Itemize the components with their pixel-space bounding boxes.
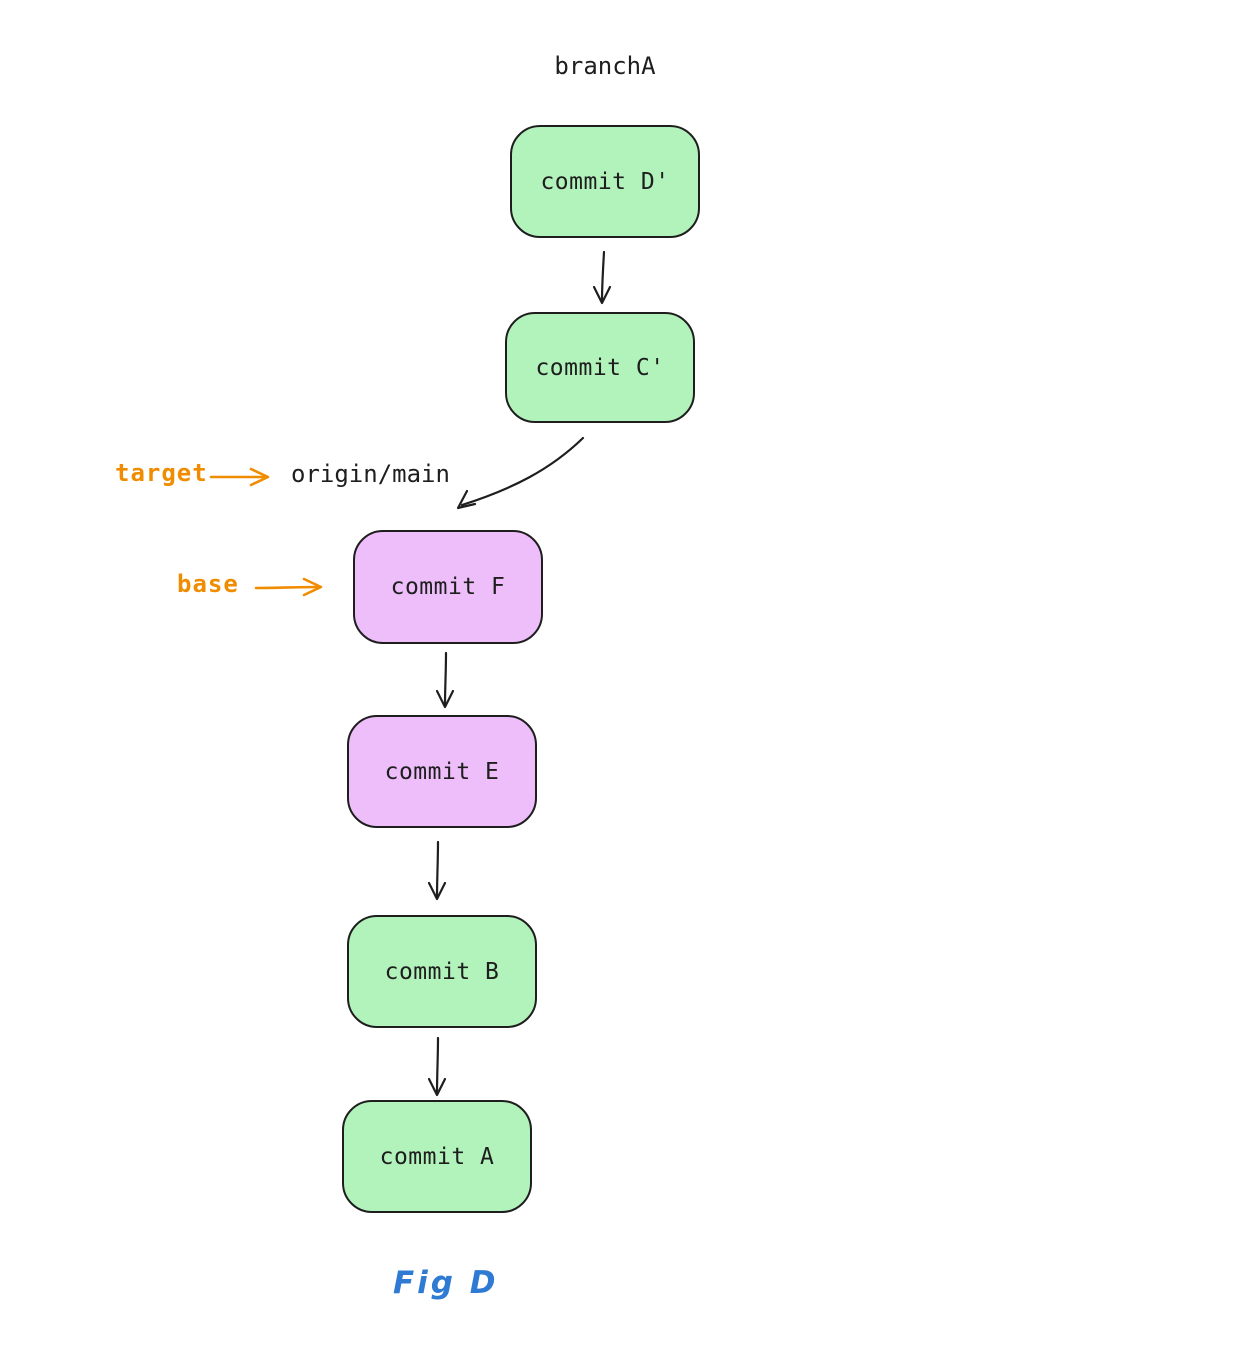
node-commit-c-prime: commit C'	[505, 312, 695, 423]
node-commit-e-label: commit E	[384, 758, 500, 785]
node-commit-c-prime-label: commit C'	[535, 354, 665, 381]
node-commit-b: commit B	[347, 915, 537, 1028]
node-commit-e: commit E	[347, 715, 537, 828]
base-pointer-arrow	[254, 577, 323, 597]
target-annotation-label: target	[115, 459, 208, 487]
node-commit-d-prime: commit D'	[510, 125, 700, 238]
node-commit-a-label: commit A	[379, 1143, 495, 1170]
edge-b-to-a-arrow	[427, 1036, 447, 1097]
branch-label: branchA	[554, 52, 656, 80]
edge-cprime-to-f-curved-arrow	[456, 436, 585, 510]
node-commit-f: commit F	[353, 530, 543, 644]
node-commit-a: commit A	[342, 1100, 532, 1213]
edge-commit-dprime-to-cprime-arrow	[592, 250, 612, 305]
node-commit-b-label: commit B	[384, 958, 500, 985]
node-commit-f-label: commit F	[390, 574, 506, 600]
target-pointer-arrow	[209, 467, 270, 487]
edge-e-to-b-arrow	[427, 840, 447, 901]
figure-caption: Fig D	[393, 1265, 499, 1301]
base-annotation-label: base	[177, 570, 239, 598]
edge-f-to-e-arrow	[435, 651, 455, 709]
origin-main-ref-label: origin/main	[291, 460, 450, 488]
node-commit-d-prime-label: commit D'	[540, 168, 670, 195]
